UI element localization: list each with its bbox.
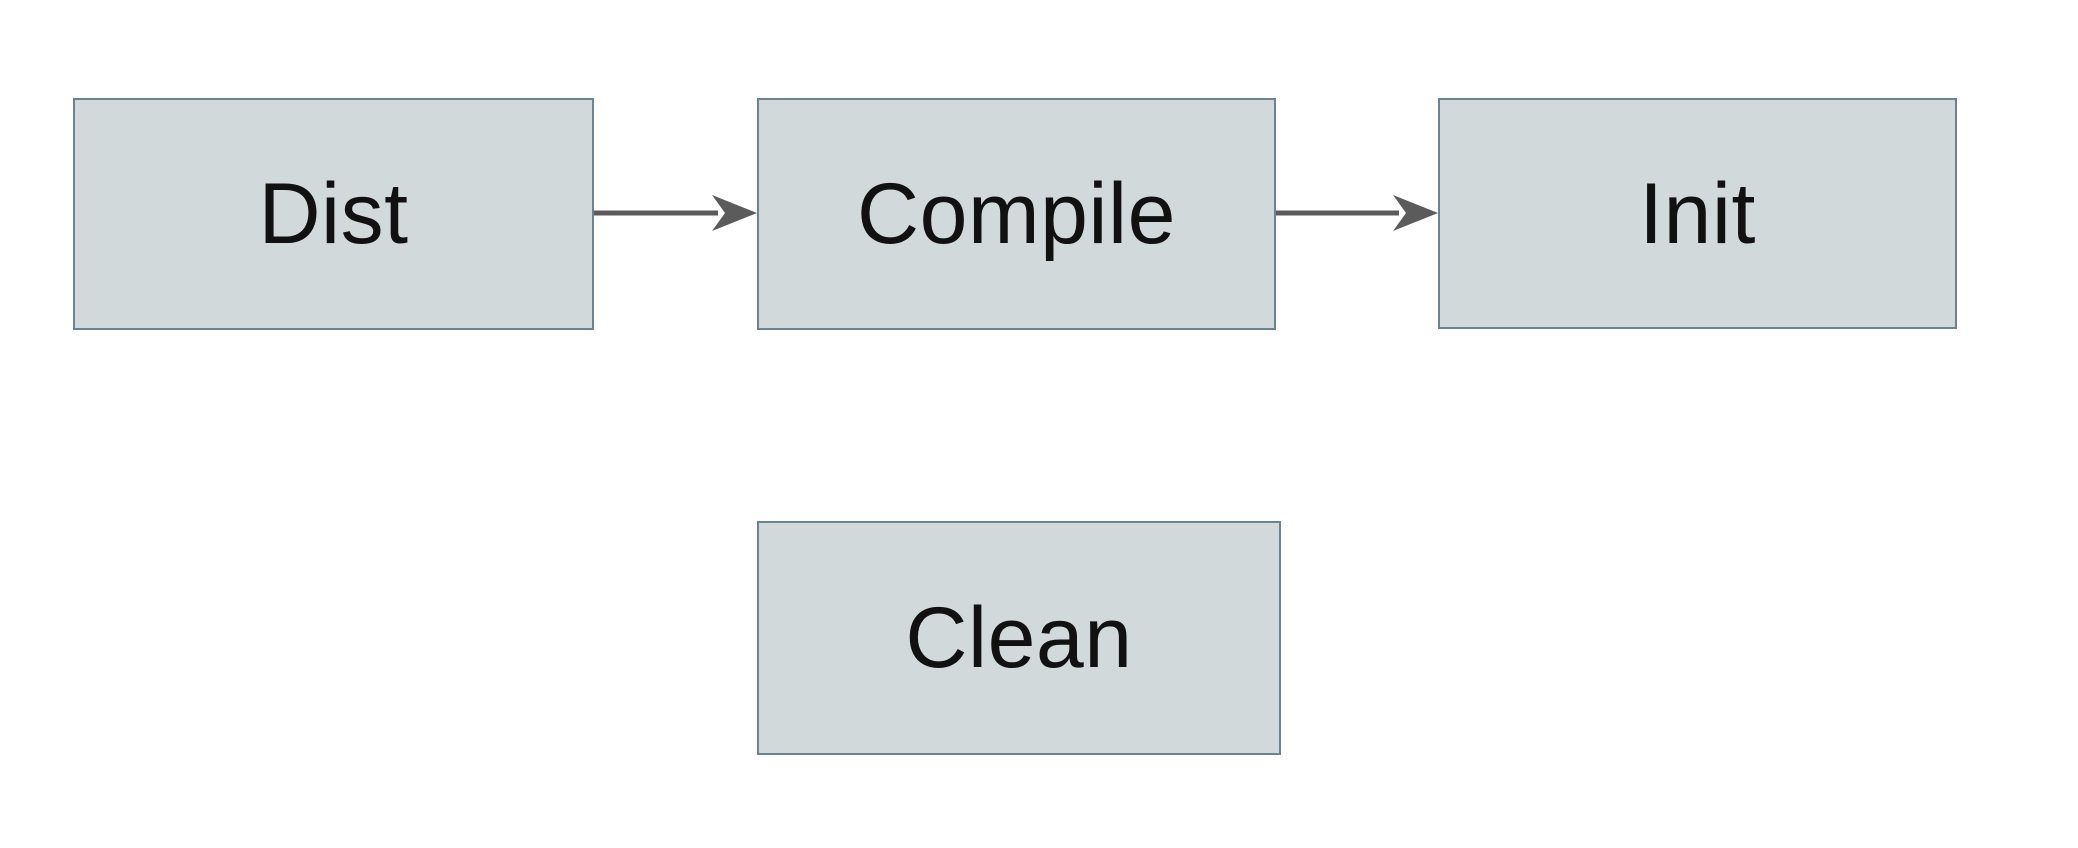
- node-dist: Dist: [73, 98, 594, 330]
- node-dist-label: Dist: [258, 166, 409, 262]
- node-clean-label: Clean: [905, 590, 1133, 686]
- node-clean: Clean: [757, 521, 1281, 755]
- arrowhead-icon: [712, 195, 757, 231]
- node-init: Init: [1438, 98, 1957, 329]
- arrow-compile-to-init: [1276, 195, 1438, 231]
- arrow-dist-to-compile: [594, 195, 757, 231]
- node-compile-label: Compile: [857, 166, 1176, 262]
- node-init-label: Init: [1639, 165, 1756, 262]
- node-compile: Compile: [757, 98, 1276, 330]
- arrowhead-icon: [1393, 195, 1438, 231]
